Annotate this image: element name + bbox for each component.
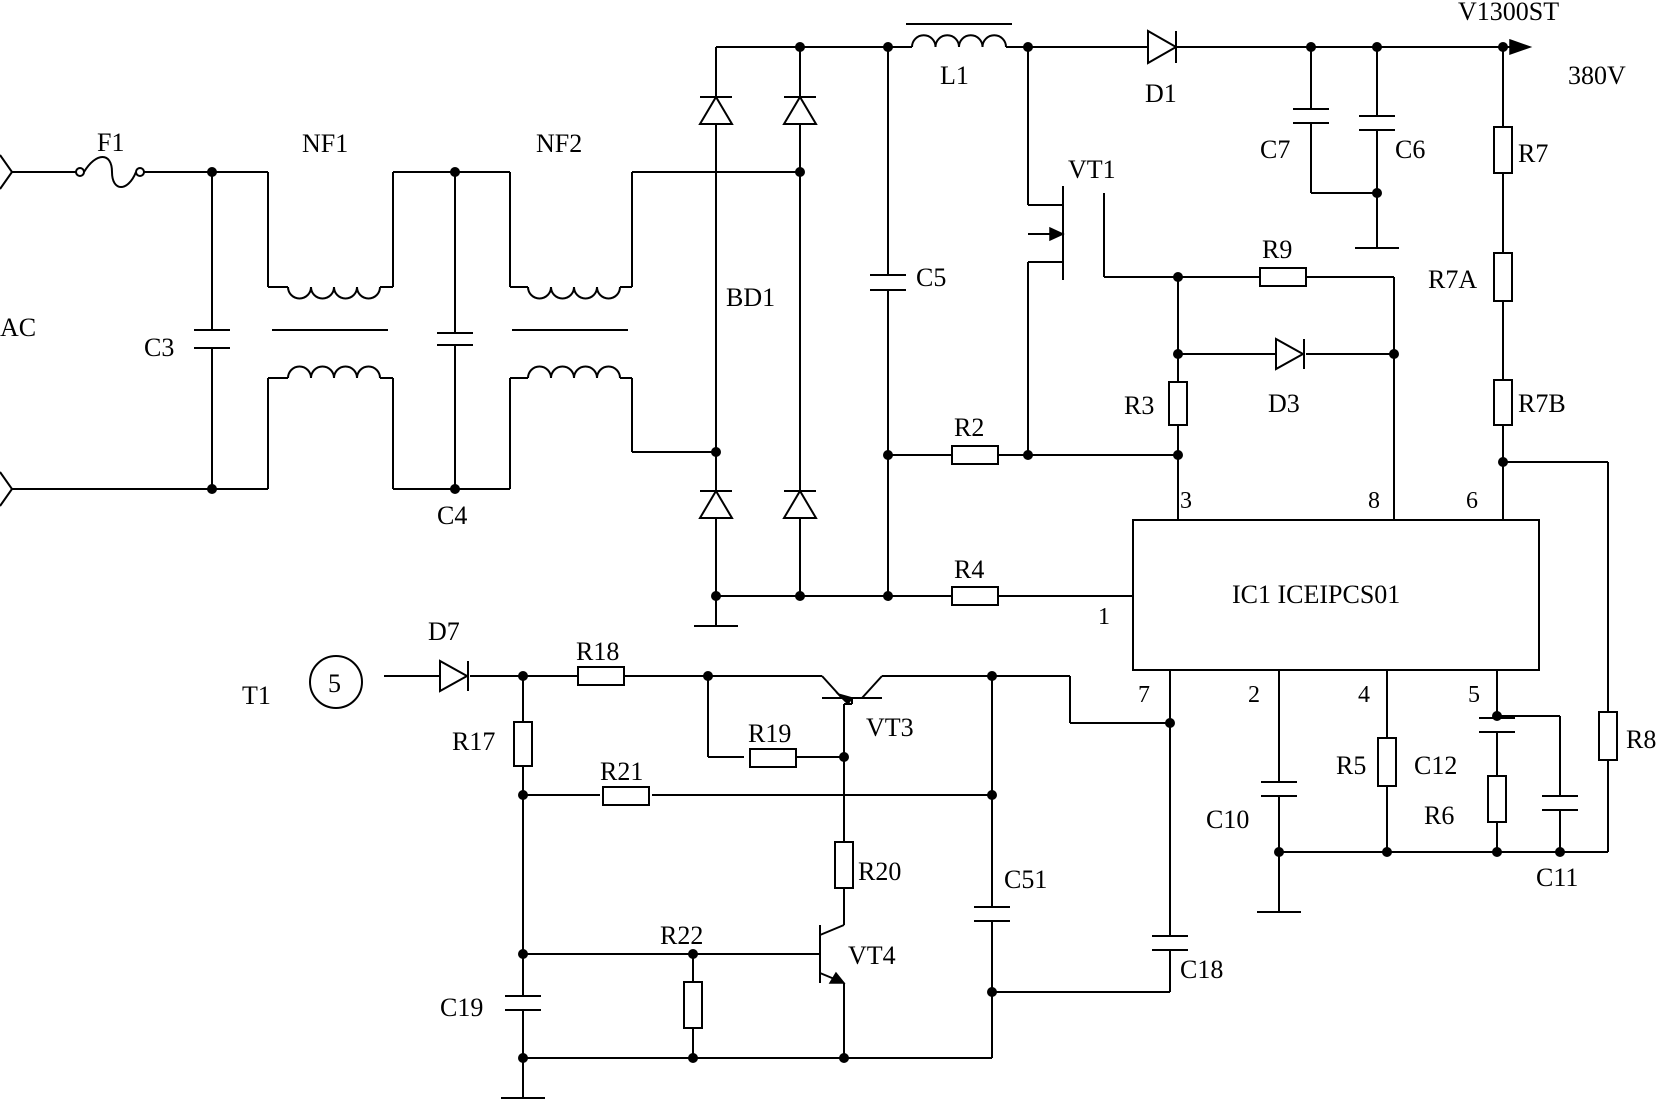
label-bd1: BD1 [726, 283, 775, 312]
junction-dots [207, 42, 1565, 1063]
capacitor-c51 [974, 906, 1010, 922]
transistor-vt3 [822, 692, 882, 706]
resistor-r6 [1487, 775, 1507, 823]
label-r9: R9 [1262, 235, 1292, 264]
transistor-vt4 [819, 925, 846, 984]
label-d7: D7 [428, 617, 460, 646]
label-c4: C4 [437, 501, 467, 530]
bridge-diode-3 [698, 489, 734, 519]
ic1-chip [1132, 519, 1540, 671]
resistor-r20 [834, 841, 854, 889]
resistor-r19 [749, 748, 797, 768]
label-c7: C7 [1260, 135, 1290, 164]
resistor-r7b [1493, 379, 1513, 426]
label-vt3: VT3 [866, 713, 914, 742]
label-r18: R18 [576, 637, 619, 666]
capacitor-c6 [1359, 115, 1395, 131]
label-c19: C19 [440, 993, 483, 1022]
diode-d7 [439, 659, 470, 693]
label-r7a: R7A [1428, 265, 1477, 294]
label-r8: R8 [1626, 725, 1656, 754]
label-vt1: VT1 [1068, 155, 1116, 184]
t1-pin-circle [309, 655, 363, 709]
label-c18: C18 [1180, 955, 1223, 984]
mosfet-vt1 [1028, 186, 1105, 280]
label-d3: D3 [1268, 389, 1300, 418]
label-l1: L1 [940, 61, 969, 90]
resistor-r5 [1377, 737, 1397, 787]
fuse-f1 [75, 156, 145, 188]
choke-nf1 [287, 286, 381, 379]
resistor-r18 [577, 666, 625, 686]
label-r3: R3 [1124, 391, 1154, 420]
label-c11: C11 [1536, 863, 1578, 892]
label-c12: C12 [1414, 751, 1457, 780]
resistor-r21 [602, 786, 650, 806]
diode-d3 [1275, 337, 1306, 371]
label-c51: C51 [1004, 865, 1047, 894]
label-r2: R2 [954, 413, 984, 442]
label-output-part: V1300ST [1458, 0, 1559, 26]
capacitor-c10 [1261, 781, 1297, 797]
resistor-r7a [1493, 252, 1513, 302]
pin-4: 4 [1358, 682, 1370, 708]
capacitor-c3 [194, 329, 230, 349]
label-r4: R4 [954, 555, 984, 584]
bridge-diode-4 [782, 489, 818, 519]
capacitor-c5 [870, 274, 906, 291]
label-t1: T1 [242, 681, 271, 710]
label-ac: AC [0, 313, 36, 342]
label-r22: R22 [660, 921, 703, 950]
label-f1: F1 [97, 128, 124, 157]
label-r6: R6 [1424, 801, 1454, 830]
resistor-r3 [1168, 381, 1188, 426]
wires [0, 38, 1609, 1099]
pin-2: 2 [1248, 682, 1260, 708]
label-r17: R17 [452, 727, 495, 756]
pin-7: 7 [1138, 682, 1150, 708]
choke-nf2 [527, 286, 621, 379]
capacitor-c19 [505, 995, 541, 1011]
capacitor-c18 [1152, 935, 1188, 951]
pin-1: 1 [1098, 604, 1110, 630]
label-ic1: IC1 ICEIPCS01 [1232, 580, 1400, 609]
resistor-r17 [513, 721, 533, 767]
resistor-r22 [683, 981, 703, 1029]
labels: AC F1 NF1 NF2 C3 C4 BD1 C5 L1 D1 V1300ST… [0, 0, 1656, 1022]
label-c3: C3 [144, 333, 174, 362]
capacitor-c4 [437, 332, 473, 346]
resistor-r4 [951, 586, 999, 606]
label-r19: R19 [748, 719, 791, 748]
label-r20: R20 [858, 857, 901, 886]
bridge-diode-1 [698, 95, 734, 125]
label-t1-pin: 5 [328, 669, 341, 698]
pin-6: 6 [1466, 488, 1478, 514]
label-nf1: NF1 [302, 129, 348, 158]
resistor-r2 [951, 445, 999, 465]
label-c6: C6 [1395, 135, 1425, 164]
label-vt4: VT4 [848, 941, 896, 970]
inductor-l1 [906, 23, 1012, 48]
label-r7: R7 [1518, 139, 1548, 168]
resistor-r8 [1598, 711, 1618, 761]
pin-5: 5 [1468, 682, 1480, 708]
label-output-voltage: 380V [1568, 61, 1626, 90]
label-r5: R5 [1336, 751, 1366, 780]
diode-d1 [1147, 29, 1179, 65]
capacitor-c7 [1293, 108, 1329, 124]
label-r7b: R7B [1518, 389, 1566, 418]
capacitor-c11 [1542, 795, 1578, 811]
resistor-r7 [1493, 126, 1513, 174]
resistor-r9 [1259, 267, 1307, 287]
pin-8: 8 [1368, 488, 1380, 514]
label-d1: D1 [1145, 79, 1177, 108]
label-nf2: NF2 [536, 129, 582, 158]
label-c10: C10 [1206, 805, 1249, 834]
label-r21: R21 [600, 757, 643, 786]
bridge-diode-2 [782, 95, 818, 125]
label-c5: C5 [916, 263, 946, 292]
pin-3: 3 [1180, 488, 1192, 514]
